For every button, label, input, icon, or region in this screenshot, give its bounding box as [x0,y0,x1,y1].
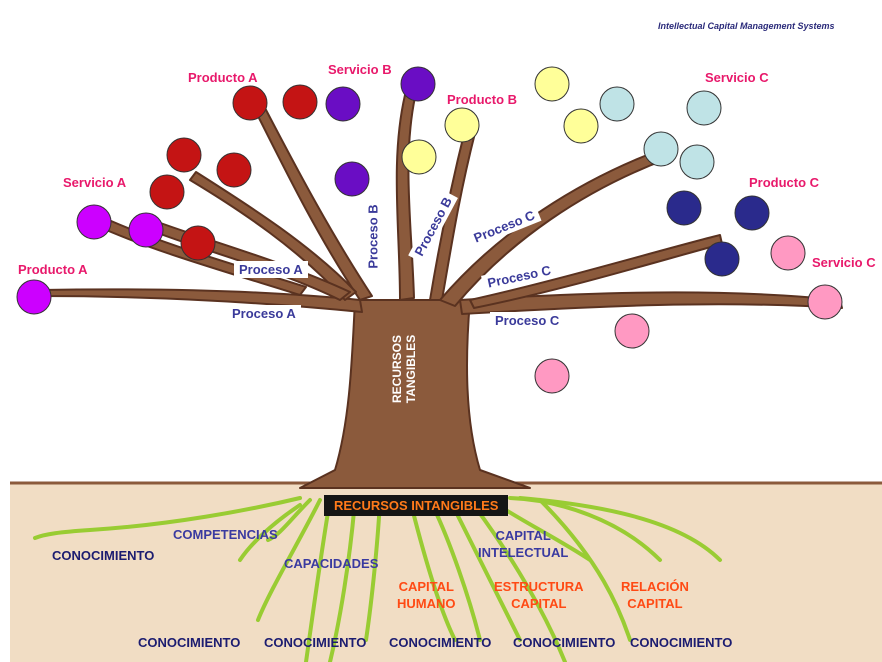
navy-fruit [666,190,702,226]
root-estructura-capital-line1: ESTRUCTURA [494,579,584,594]
label-servicio-c-top: Servicio C [705,70,769,85]
label-servicio-c-right: Servicio C [812,255,876,270]
label-servicio-a: Servicio A [63,175,127,190]
label-producto-c: Producto C [749,175,820,190]
cyan-fruit [599,86,635,122]
trunk [39,94,843,489]
purple-fruit [400,66,436,102]
process-proceso-b-1: Proceso B [364,199,382,274]
bottom-conocimiento-2: CONOCIMIENTO [264,635,367,650]
label-producto-a-left: Producto A [18,262,88,277]
bottom-conocimiento-3: CONOCIMIENTO [389,635,492,650]
root-competencias: COMPETENCIAS [173,527,278,542]
fruits [16,66,843,394]
root-capacidades: CAPACIDADES [284,556,379,571]
root-capital-humano-line2: HUMANO [397,596,456,611]
magenta-fruit [76,204,112,240]
yellow-fruit [444,107,480,143]
bottom-conocimiento-1: CONOCIMIENTO [138,635,241,650]
red-fruit [166,137,202,173]
navy-fruit [734,195,770,231]
root-estructura-capital: ESTRUCTURA CAPITAL [494,578,584,612]
yellow-fruit [534,66,570,102]
label-producto-b: Producto B [447,92,518,107]
intangible-resources-label: RECURSOS INTANGIBLES [324,495,509,516]
red-fruit [232,85,268,121]
label-servicio-b: Servicio B [328,62,392,77]
root-capital-intelectual: CAPITAL INTELECTUAL [478,527,568,561]
trunk-label-line2: TANGIBLES [404,334,419,404]
pink-fruit [614,313,650,349]
red-fruit [282,84,318,120]
yellow-fruit [563,108,599,144]
cyan-fruit [643,131,679,167]
root-conocimiento-left: CONOCIMIENTO [52,548,155,563]
process-proceso-a-1: Proceso A [234,261,308,278]
trunk-label: RECURSOS TANGIBLES [390,335,418,403]
root-estructura-capital-line2: CAPITAL [511,596,567,611]
pink-fruit [807,284,843,320]
yellow-fruit [401,139,437,175]
bottom-conocimiento-4: CONOCIMIENTO [513,635,616,650]
header-title: Intellectual Capital Management Systems [658,21,835,31]
root-capital-intelectual-line1: CAPITAL [495,528,551,543]
pink-fruit [770,235,806,271]
bottom-conocimiento-5: CONOCIMIENTO [630,635,733,650]
red-fruit [149,174,185,210]
magenta-fruit [16,279,52,315]
purple-fruit [325,86,361,122]
cyan-fruit [686,90,722,126]
navy-fruit [704,241,740,277]
magenta-fruit [128,212,164,248]
root-relacion-capital: RELACIÓN CAPITAL [621,578,689,612]
root-capital-humano-line1: CAPITAL [398,579,454,594]
root-relacion-capital-line2: CAPITAL [627,596,683,611]
root-relacion-capital-line1: RELACIÓN [621,579,689,594]
purple-fruit [334,161,370,197]
red-fruit [216,152,252,188]
root-capital-intelectual-line2: INTELECTUAL [478,545,569,560]
cyan-fruit [679,144,715,180]
trunk-label-line1: RECURSOS [390,334,405,404]
root-capital-humano: CAPITAL HUMANO [397,578,456,612]
pink-fruit [534,358,570,394]
process-proceso-a-2: Proceso A [227,305,301,322]
process-proceso-c-3: Proceso C [490,312,565,329]
red-fruit [180,225,216,261]
label-producto-a-top: Producto A [188,70,258,85]
